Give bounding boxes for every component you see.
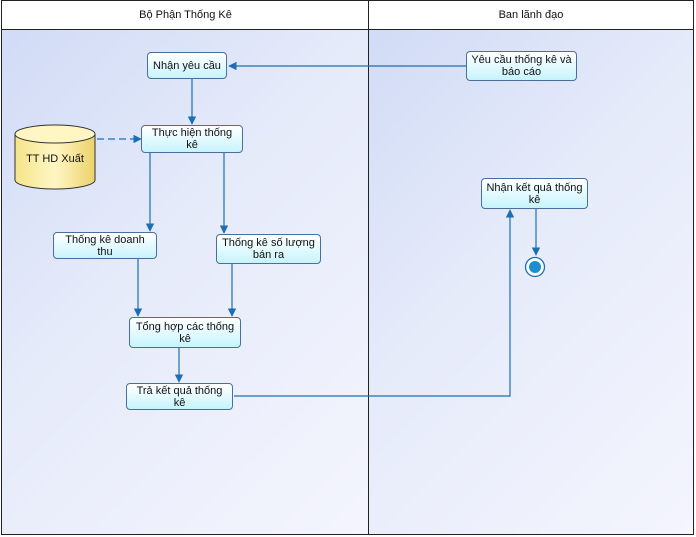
action-thong-ke-so-luong[interactable]: Thống kê số lượng bán ra xyxy=(216,234,321,264)
database-cylinder-icon xyxy=(14,124,96,190)
action-tong-hop-thong-ke[interactable]: Tổng hợp các thống kê xyxy=(129,317,241,348)
action-nhan-ket-qua[interactable]: Nhận kết quả thống kê xyxy=(481,178,588,209)
action-yeu-cau-thong-ke[interactable]: Yêu cầu thống kê và báo cáo xyxy=(466,51,577,81)
action-thong-ke-doanh-thu[interactable]: Thống kê doanh thu xyxy=(53,232,157,259)
action-thuc-hien-thong-ke[interactable]: Thực hiện thống kê xyxy=(141,125,243,153)
action-nhan-yeu-cau[interactable]: Nhận yêu cầu xyxy=(147,52,227,79)
swimlane-header: Bộ Phận Thống Kê xyxy=(2,1,369,30)
swimlane-header: Ban lãnh đạo xyxy=(369,1,693,30)
swimlane-bo-phan-thong-ke: Bộ Phận Thống Kê xyxy=(1,0,370,535)
datastore-label: TT HD Xuất xyxy=(26,153,84,165)
action-tra-ket-qua[interactable]: Trả kết quả thống kê xyxy=(126,383,233,410)
datastore-tt-hd-xuat: TT HD Xuất xyxy=(14,124,96,190)
